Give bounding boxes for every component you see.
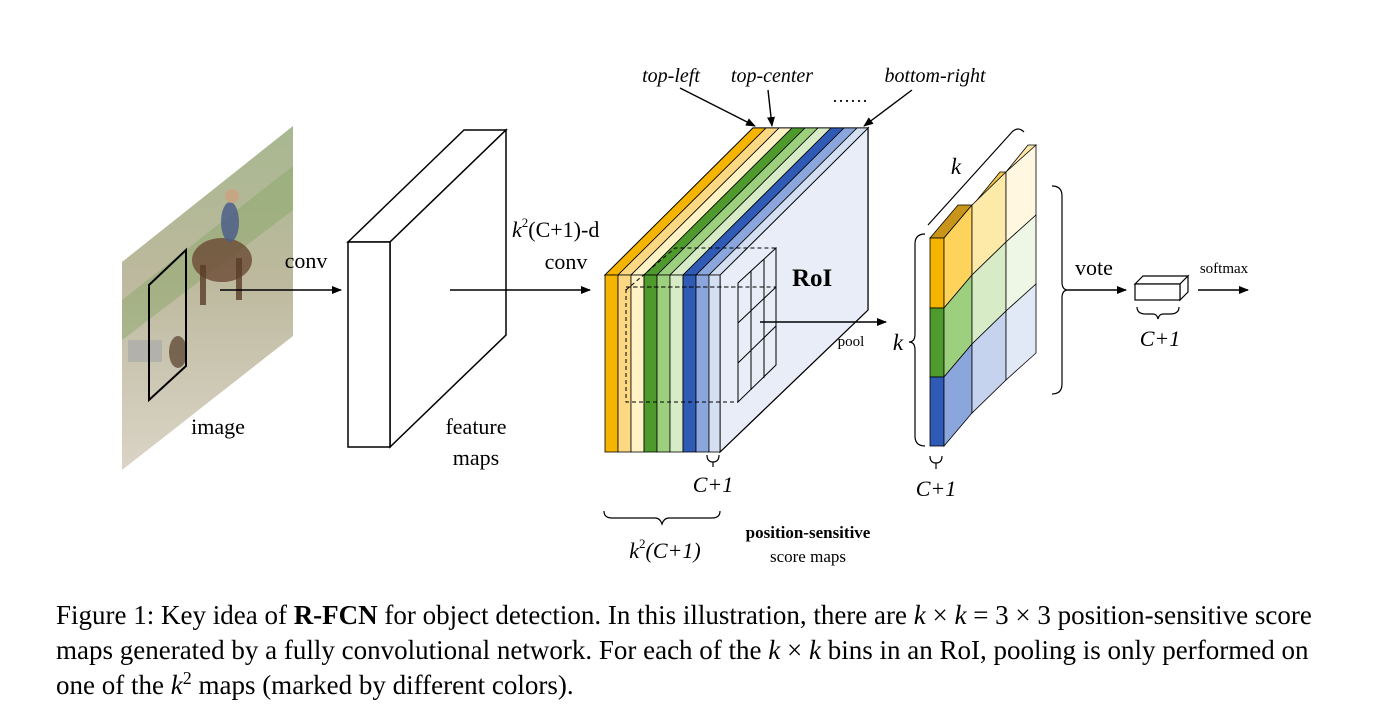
caption-k: k (954, 600, 967, 630)
c1-stack-brace (706, 454, 720, 463)
pool-label: pool (838, 334, 865, 350)
conv2-dim-label: k2(C+1)-d (512, 215, 599, 242)
image-label: image (191, 414, 245, 439)
c1-box-brace (1136, 306, 1180, 320)
score-maps-label: score maps (770, 547, 846, 566)
feature-maps-label-2: maps (453, 445, 499, 470)
slab-blue-dark (682, 127, 845, 453)
slab-green-mid (656, 127, 819, 453)
vote-brace (1051, 185, 1069, 395)
top-left-label: top-left (642, 65, 700, 87)
rider-shape (221, 202, 239, 242)
slab-green-dark (643, 127, 806, 453)
top-center-label: top-center (731, 65, 813, 87)
output-box (1133, 274, 1190, 302)
image-roi-box (148, 247, 187, 403)
k-top-label: k (951, 154, 962, 179)
k2c1-brace (603, 510, 721, 526)
caption-times: × (780, 635, 810, 665)
caption-text-1: Figure 1: Key idea of (56, 600, 294, 630)
roi-grid (737, 246, 777, 404)
caption-k: k (913, 600, 926, 630)
caption-eq: = 3 × 3 (966, 600, 1051, 630)
input-image (122, 126, 293, 470)
car-shape (128, 340, 162, 362)
conv-label: conv (285, 248, 328, 273)
feature-maps-label-1: feature (445, 414, 506, 439)
position-sensitive-label: position-sensitive (746, 523, 871, 542)
caption-times: × (925, 600, 955, 630)
roi-label: RoI (792, 265, 832, 292)
k-left-label: k (893, 330, 904, 355)
rfcn-diagram: image conv feature maps k2(C+1)-d conv (122, 65, 1249, 566)
bottom-right-label: bottom-right (884, 65, 986, 87)
c1-stack-label: C+1 (693, 472, 734, 497)
top-center-arrow (767, 89, 775, 127)
conv2-label: conv (545, 249, 588, 274)
k-top-brace (927, 128, 1025, 226)
bin-bottom-right (1005, 283, 1037, 381)
caption-k: k (170, 670, 183, 700)
caption-text-2: for object detection. In this illustrati… (377, 600, 914, 630)
c1-grid-label: C+1 (916, 476, 957, 501)
vote-label: vote (1075, 255, 1113, 280)
slab-yellow-dark (604, 127, 767, 453)
feature-maps-box (346, 128, 508, 449)
pooled-grid (929, 144, 1037, 448)
top-left-arrow (679, 87, 756, 127)
c1-box-label: C+1 (1140, 326, 1181, 351)
softmax-label: softmax (1200, 261, 1249, 277)
caption-text-4: bins in an RoI, pooling is only performe… (56, 635, 1309, 700)
k-left-brace (908, 233, 926, 447)
figure-caption: Figure 1: Key idea of R-FCN for object d… (56, 598, 1326, 703)
dots-label: …… (832, 86, 868, 106)
caption-rfcn: R-FCN (293, 600, 378, 630)
caption-sup: 2 (182, 668, 192, 688)
caption-text-3: position-sensitive score maps generated … (56, 600, 1312, 665)
slab-blue-light (708, 127, 869, 453)
caption-k: k (809, 635, 821, 665)
caption-k: k (768, 635, 781, 665)
slab-green-light (669, 127, 832, 453)
caption-text-5: maps (marked by different colors). (191, 670, 574, 700)
k2c1-label: k2(C+1) (629, 536, 700, 563)
score-maps-stack (603, 126, 870, 454)
bottom-right-arrow (863, 89, 913, 127)
dog-shape (169, 336, 187, 368)
c1-grid-brace (929, 455, 943, 464)
